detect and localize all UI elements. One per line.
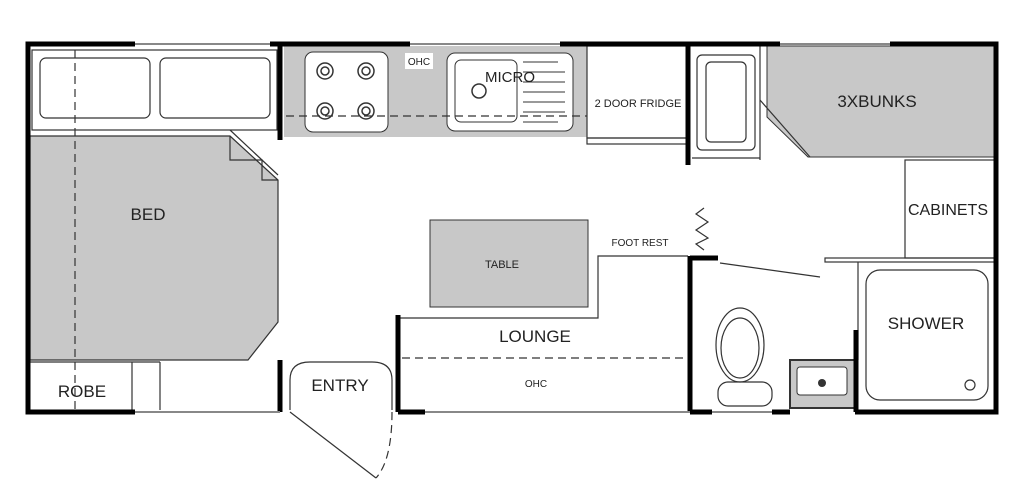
robe-label: ROBE — [58, 382, 106, 401]
fridge: 2 DOOR FRIDGE — [586, 45, 689, 145]
robe: ROBE — [30, 361, 161, 410]
table-label: TABLE — [485, 259, 519, 271]
bathroom: SHOWER — [715, 262, 989, 409]
entry-door[interactable]: ENTRY — [289, 361, 393, 479]
cooktop-burners — [316, 62, 375, 120]
walls — [25, 41, 999, 415]
lounge: LOUNGE OHC — [400, 255, 688, 390]
ohc-lounge-label: OHC — [525, 379, 547, 390]
table: TABLE — [429, 219, 589, 308]
cabinets-label: CABINETS — [908, 202, 988, 219]
bunks-label: 3XBUNKS — [837, 92, 916, 111]
ohc-kitchen-label: OHC — [408, 57, 430, 68]
entry-label: ENTRY — [311, 376, 368, 395]
bunks: 3XBUNKS — [692, 45, 997, 160]
micro-label: MICRO — [485, 69, 535, 86]
kitchen-bench: OHC MICRO — [284, 46, 587, 137]
bed — [29, 50, 279, 410]
lounge-label: LOUNGE — [499, 327, 571, 346]
cabinets: CABINETS — [824, 159, 997, 263]
foot-rest-label: FOOT REST — [611, 238, 668, 249]
pillows — [31, 49, 279, 176]
fridge-label: 2 DOOR FRIDGE — [595, 98, 682, 110]
bed-label: BED — [131, 205, 166, 224]
shower-tray — [865, 269, 989, 401]
shower-label: SHOWER — [888, 314, 965, 333]
spring-icon — [694, 207, 710, 251]
